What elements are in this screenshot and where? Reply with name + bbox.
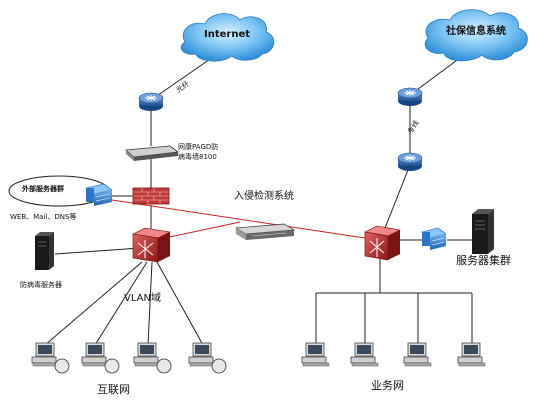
internet-cloud [180,13,275,62]
workstation-icon [350,342,379,367]
server-cluster-switch-icon [421,227,447,250]
wan-router-icon [397,87,423,107]
external-servers-detail: WEB、Mail、DNS等 [10,213,77,221]
workstation-icon [457,342,486,367]
social-security-cloud [424,9,528,62]
workstation-icon [31,342,60,367]
core-switch-right-icon [364,225,401,261]
external-servers-switch-icon [8,175,113,207]
firewall-icon [132,187,170,205]
ids-label: 入侵检测系统 [234,191,294,202]
server-cluster-label: 服务器集群 [456,254,511,267]
shield-icon [156,358,172,374]
workstation-icon [133,342,162,367]
business-zone-label: 业务网 [371,379,404,392]
internet-cloud-label: Internet [204,29,251,40]
business-workstations [301,342,486,367]
core-router-icon [397,152,423,172]
workstation-icon [301,342,330,367]
gateway-label-line2: 病毒墙8100 [178,153,217,161]
shield-icon [104,358,120,374]
workstation-icon [188,342,217,367]
internet-router-icon [138,92,164,112]
antivirus-gateway-icon [125,145,180,161]
shield-icon [211,358,227,374]
core-switch-left-icon [132,227,171,263]
gateway-label-line1: 网康PAGD防 [178,143,219,151]
workstation-icon [403,342,432,367]
intrusion-detection-device-icon [234,223,296,240]
internet-zone-label: 互联网 [97,383,130,396]
antivirus-server-label: 防病毒服务器 [20,281,62,289]
social-security-cloud-label: 社保信息系统 [446,26,506,37]
workstation-icon [81,342,110,367]
external-servers-label: 外部服务器群 [22,185,64,193]
antivirus-server-tower-icon [35,232,54,270]
shield-icon [54,358,70,374]
server-cluster-tower-icon [472,209,494,254]
internet-workstations [31,342,227,374]
red-links [111,199,366,239]
vlan-label: VLAN域 [124,293,161,304]
